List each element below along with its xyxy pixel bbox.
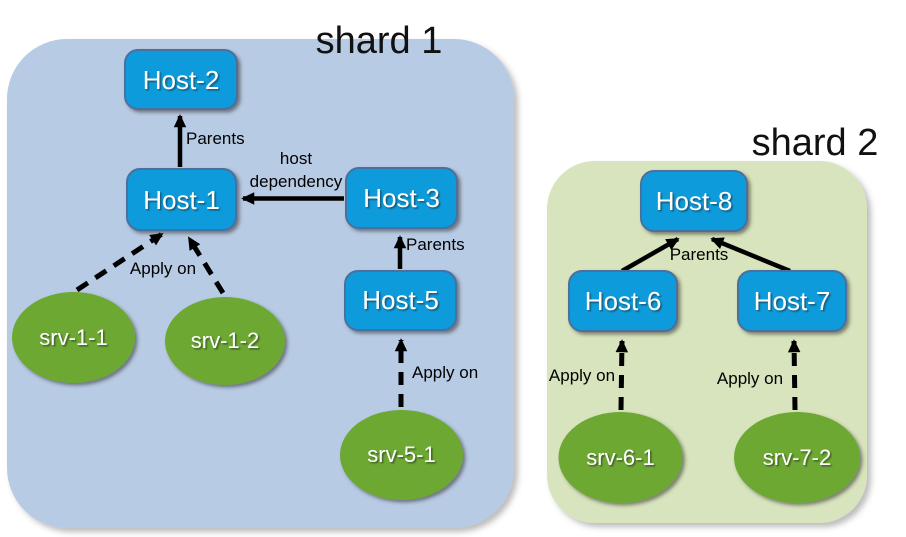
srv-5-1-ellipse [340, 410, 463, 500]
host-7-box [737, 270, 847, 332]
srv-7-2-ellipse [734, 412, 860, 503]
edge-srv12-to-host1 [186, 236, 226, 295]
host-6-box [568, 270, 678, 332]
edge-host6-to-host8 [620, 237, 680, 273]
srv-5-1-label: srv-5-1 [367, 442, 435, 467]
shard-2-title: shard 2 [752, 122, 879, 164]
edge-srv61-to-host6 [615, 339, 629, 411]
srv-1-2-label: srv-1-2 [191, 328, 259, 353]
host-3-label: Host-3 [363, 183, 440, 213]
host-5-box [344, 270, 457, 331]
host-5-label: Host-5 [362, 285, 439, 315]
edge-label-apply-on-srv51: Apply on [412, 363, 478, 382]
node-srv-7-2: srv-7-2 [734, 412, 860, 503]
node-host-2: Host-2 [124, 49, 238, 110]
node-srv-5-1: srv-5-1 [340, 410, 463, 500]
node-host-7: Host-7 [737, 270, 847, 332]
host-3-box [345, 167, 458, 229]
node-srv-1-2: srv-1-2 [165, 297, 285, 385]
node-host-1: Host-1 [126, 168, 237, 231]
host-8-label: Host-8 [656, 186, 733, 216]
node-host-3: Host-3 [345, 167, 458, 229]
host-6-label: Host-6 [585, 286, 662, 316]
edge-label-apply-on-srv1: Apply on [130, 259, 196, 278]
host-8-box [640, 170, 748, 232]
host-1-label: Host-1 [143, 185, 220, 215]
srv-6-1-ellipse [558, 412, 683, 503]
edge-label-apply-on-srv72: Apply on [717, 369, 783, 388]
edge-label-host-dependency-line1: host [280, 149, 312, 168]
edge-srv11-to-host1 [75, 231, 164, 293]
node-srv-1-1: srv-1-1 [12, 292, 135, 383]
shard-1-title: shard 1 [316, 20, 443, 62]
node-host-5: Host-5 [344, 270, 457, 331]
node-host-6: Host-6 [568, 270, 678, 332]
shard-1-group: shard 1 Parents host dependency Parents … [7, 20, 514, 528]
edge-label-host-dependency-line2: dependency [250, 172, 343, 191]
srv-1-1-label: srv-1-1 [39, 325, 107, 350]
srv-1-1-ellipse [12, 292, 135, 383]
srv-6-1-label: srv-6-1 [586, 445, 654, 470]
node-srv-6-1: srv-6-1 [558, 412, 683, 503]
shard-2-group: shard 2 Parents Apply on Apply on Host-8… [547, 122, 878, 523]
host-7-label: Host-7 [754, 286, 831, 316]
host-1-box [126, 168, 237, 231]
edge-host7-to-host8 [710, 236, 791, 274]
host-2-box [124, 49, 238, 110]
edge-label-parents-shard2: Parents [670, 245, 729, 264]
edge-label-apply-on-srv61: Apply on [549, 366, 615, 385]
host-2-label: Host-2 [143, 65, 220, 95]
edge-label-parents-host5-host3: Parents [406, 235, 465, 254]
edge-srv72-to-host7 [787, 339, 801, 411]
edge-label-parents-host1-host2: Parents [186, 129, 245, 148]
srv-7-2-label: srv-7-2 [763, 445, 831, 470]
node-host-8: Host-8 [640, 170, 748, 232]
srv-1-2-ellipse [165, 297, 285, 385]
shard-1-container [7, 39, 514, 528]
